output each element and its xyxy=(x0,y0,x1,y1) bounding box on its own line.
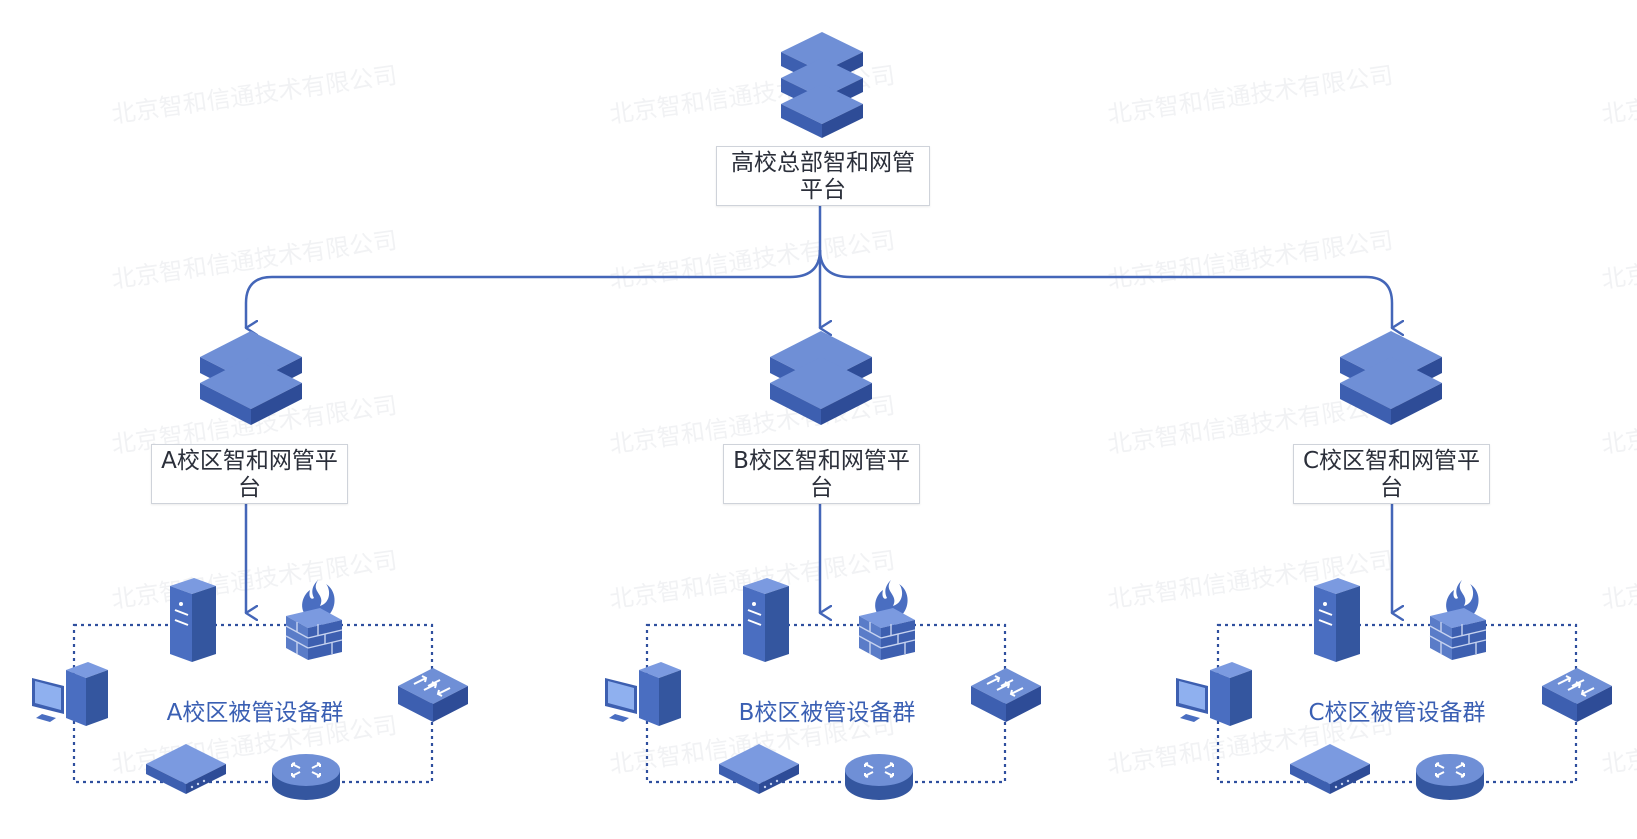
campus-a-platform-text: A校区智和网管平台 xyxy=(161,448,338,501)
device-group-b xyxy=(603,576,1053,816)
firewall-icon xyxy=(1424,576,1490,666)
hub-icon xyxy=(1288,740,1372,802)
campus-c-server-icon xyxy=(1340,331,1442,425)
router-icon xyxy=(1414,746,1486,806)
campus-b-server-icon xyxy=(770,331,872,425)
server-tower-icon xyxy=(164,576,222,668)
server-tower-icon xyxy=(1308,576,1366,668)
campus-b-group-label: B校区被管设备群 xyxy=(738,700,916,726)
campus-c-group-label: C校区被管设备群 xyxy=(1308,700,1486,726)
campus-b-platform-label: B校区智和网管平台 xyxy=(723,444,920,504)
device-group-a xyxy=(30,576,480,816)
hub-icon xyxy=(144,740,228,802)
campus-a-server-icon xyxy=(200,331,302,425)
firewall-icon xyxy=(853,576,919,666)
campus-c-platform-label: C校区智和网管平台 xyxy=(1293,444,1490,504)
firewall-icon xyxy=(280,576,346,666)
desktop-computer-icon xyxy=(603,656,683,734)
router-icon xyxy=(843,746,915,806)
desktop-computer-icon xyxy=(1174,656,1254,734)
connector-hq-to-c xyxy=(818,249,1392,328)
hq-platform-text: 高校总部智和网管平台 xyxy=(731,150,915,203)
server-tower-icon xyxy=(737,576,795,668)
hub-icon xyxy=(717,740,801,802)
server-stack-icon xyxy=(781,32,863,138)
campus-a-group-label: A校区被管设备群 xyxy=(166,700,344,726)
campus-b-platform-text: B校区智和网管平台 xyxy=(733,448,910,501)
device-group-c xyxy=(1174,576,1624,816)
desktop-computer-icon xyxy=(30,656,110,734)
campus-a-platform-label: A校区智和网管平台 xyxy=(151,444,348,504)
router-icon xyxy=(270,746,342,806)
hq-platform-label: 高校总部智和网管平台 xyxy=(716,146,930,206)
connector-hq-to-a xyxy=(244,200,822,328)
campus-c-platform-text: C校区智和网管平台 xyxy=(1302,448,1481,501)
switch-icon xyxy=(1540,664,1614,730)
switch-icon xyxy=(969,664,1043,730)
switch-icon xyxy=(396,664,470,730)
